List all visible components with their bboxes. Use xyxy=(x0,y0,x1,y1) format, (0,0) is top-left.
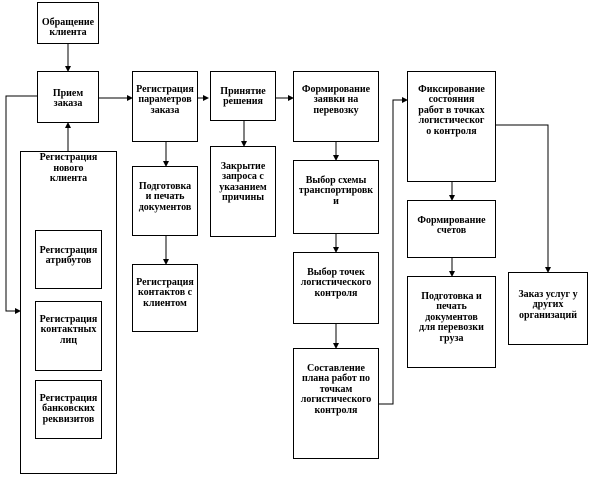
node-other-services-label: Заказ услуг у других организаций xyxy=(518,288,578,321)
arrow-plan-to-fixation xyxy=(379,97,408,405)
node-transport-request: Формирование заявки на перевозку xyxy=(293,71,379,142)
node-docs-print-label: Подготовка и печать документов xyxy=(138,180,192,213)
group-new-client-title: Регистрация нового клиента xyxy=(39,152,98,184)
node-logistics-fixation: Фиксирование состояния работ в точках ло… xyxy=(407,71,496,182)
node-control-points-label: Выбор точек логистического контроля xyxy=(300,266,372,299)
node-scheme-selection: Выбор схемы транспортировк и xyxy=(293,160,379,234)
node-docs-print: Подготовка и печать документов xyxy=(132,166,198,236)
loop-intake-to-newclient xyxy=(5,95,37,314)
node-contact-persons: Регистрация контактных лиц xyxy=(35,301,102,371)
node-transport-docs-label: Подготовка и печать документов для перев… xyxy=(419,290,484,344)
arrow-fixation-to-services xyxy=(496,124,551,273)
node-other-services: Заказ услуг у других организаций xyxy=(508,272,588,345)
node-decision: Принятие решения xyxy=(210,71,276,121)
node-contacts-registration: Регистрация контактов с клиентом xyxy=(132,264,198,332)
node-order-intake-label: Прием заказа xyxy=(52,87,84,109)
node-work-plan: Составление плана работ по точкам логист… xyxy=(293,348,379,459)
node-param-registration-label: Регистрация параметров заказа xyxy=(136,83,194,116)
node-transport-docs: Подготовка и печать документов для перев… xyxy=(407,276,496,368)
node-client-request: Обращение клиента xyxy=(37,2,99,44)
node-transport-request-label: Формирование заявки на перевозку xyxy=(301,83,371,116)
node-invoices: Формирование счетов xyxy=(407,200,496,258)
node-order-intake: Прием заказа xyxy=(37,71,99,123)
node-attributes: Регистрация атрибутов xyxy=(35,230,102,289)
node-control-points: Выбор точек логистического контроля xyxy=(293,252,379,324)
node-close-request-label: Закрытие запроса с указанием причины xyxy=(219,160,267,203)
node-client-request-label: Обращение клиента xyxy=(41,16,95,38)
node-contact-persons-label: Регистрация контактных лиц xyxy=(39,313,98,346)
node-bank-details: Регистрация банковских реквизитов xyxy=(35,380,102,439)
node-close-request: Закрытие запроса с указанием причины xyxy=(210,146,276,237)
node-contacts-registration-label: Регистрация контактов с клиентом xyxy=(136,276,194,309)
node-scheme-selection-label: Выбор схемы транспортировк и xyxy=(298,174,374,207)
group-new-client xyxy=(20,151,117,474)
node-param-registration: Регистрация параметров заказа xyxy=(132,71,198,142)
node-logistics-fixation-label: Фиксирование состояния работ в точках ло… xyxy=(418,83,485,137)
node-decision-label: Принятие решения xyxy=(220,85,266,107)
node-attributes-label: Регистрация атрибутов xyxy=(39,244,98,266)
node-invoices-label: Формирование счетов xyxy=(417,214,486,236)
node-bank-details-label: Регистрация банковских реквизитов xyxy=(39,392,98,425)
node-work-plan-label: Составление плана работ по точкам логист… xyxy=(300,362,372,416)
